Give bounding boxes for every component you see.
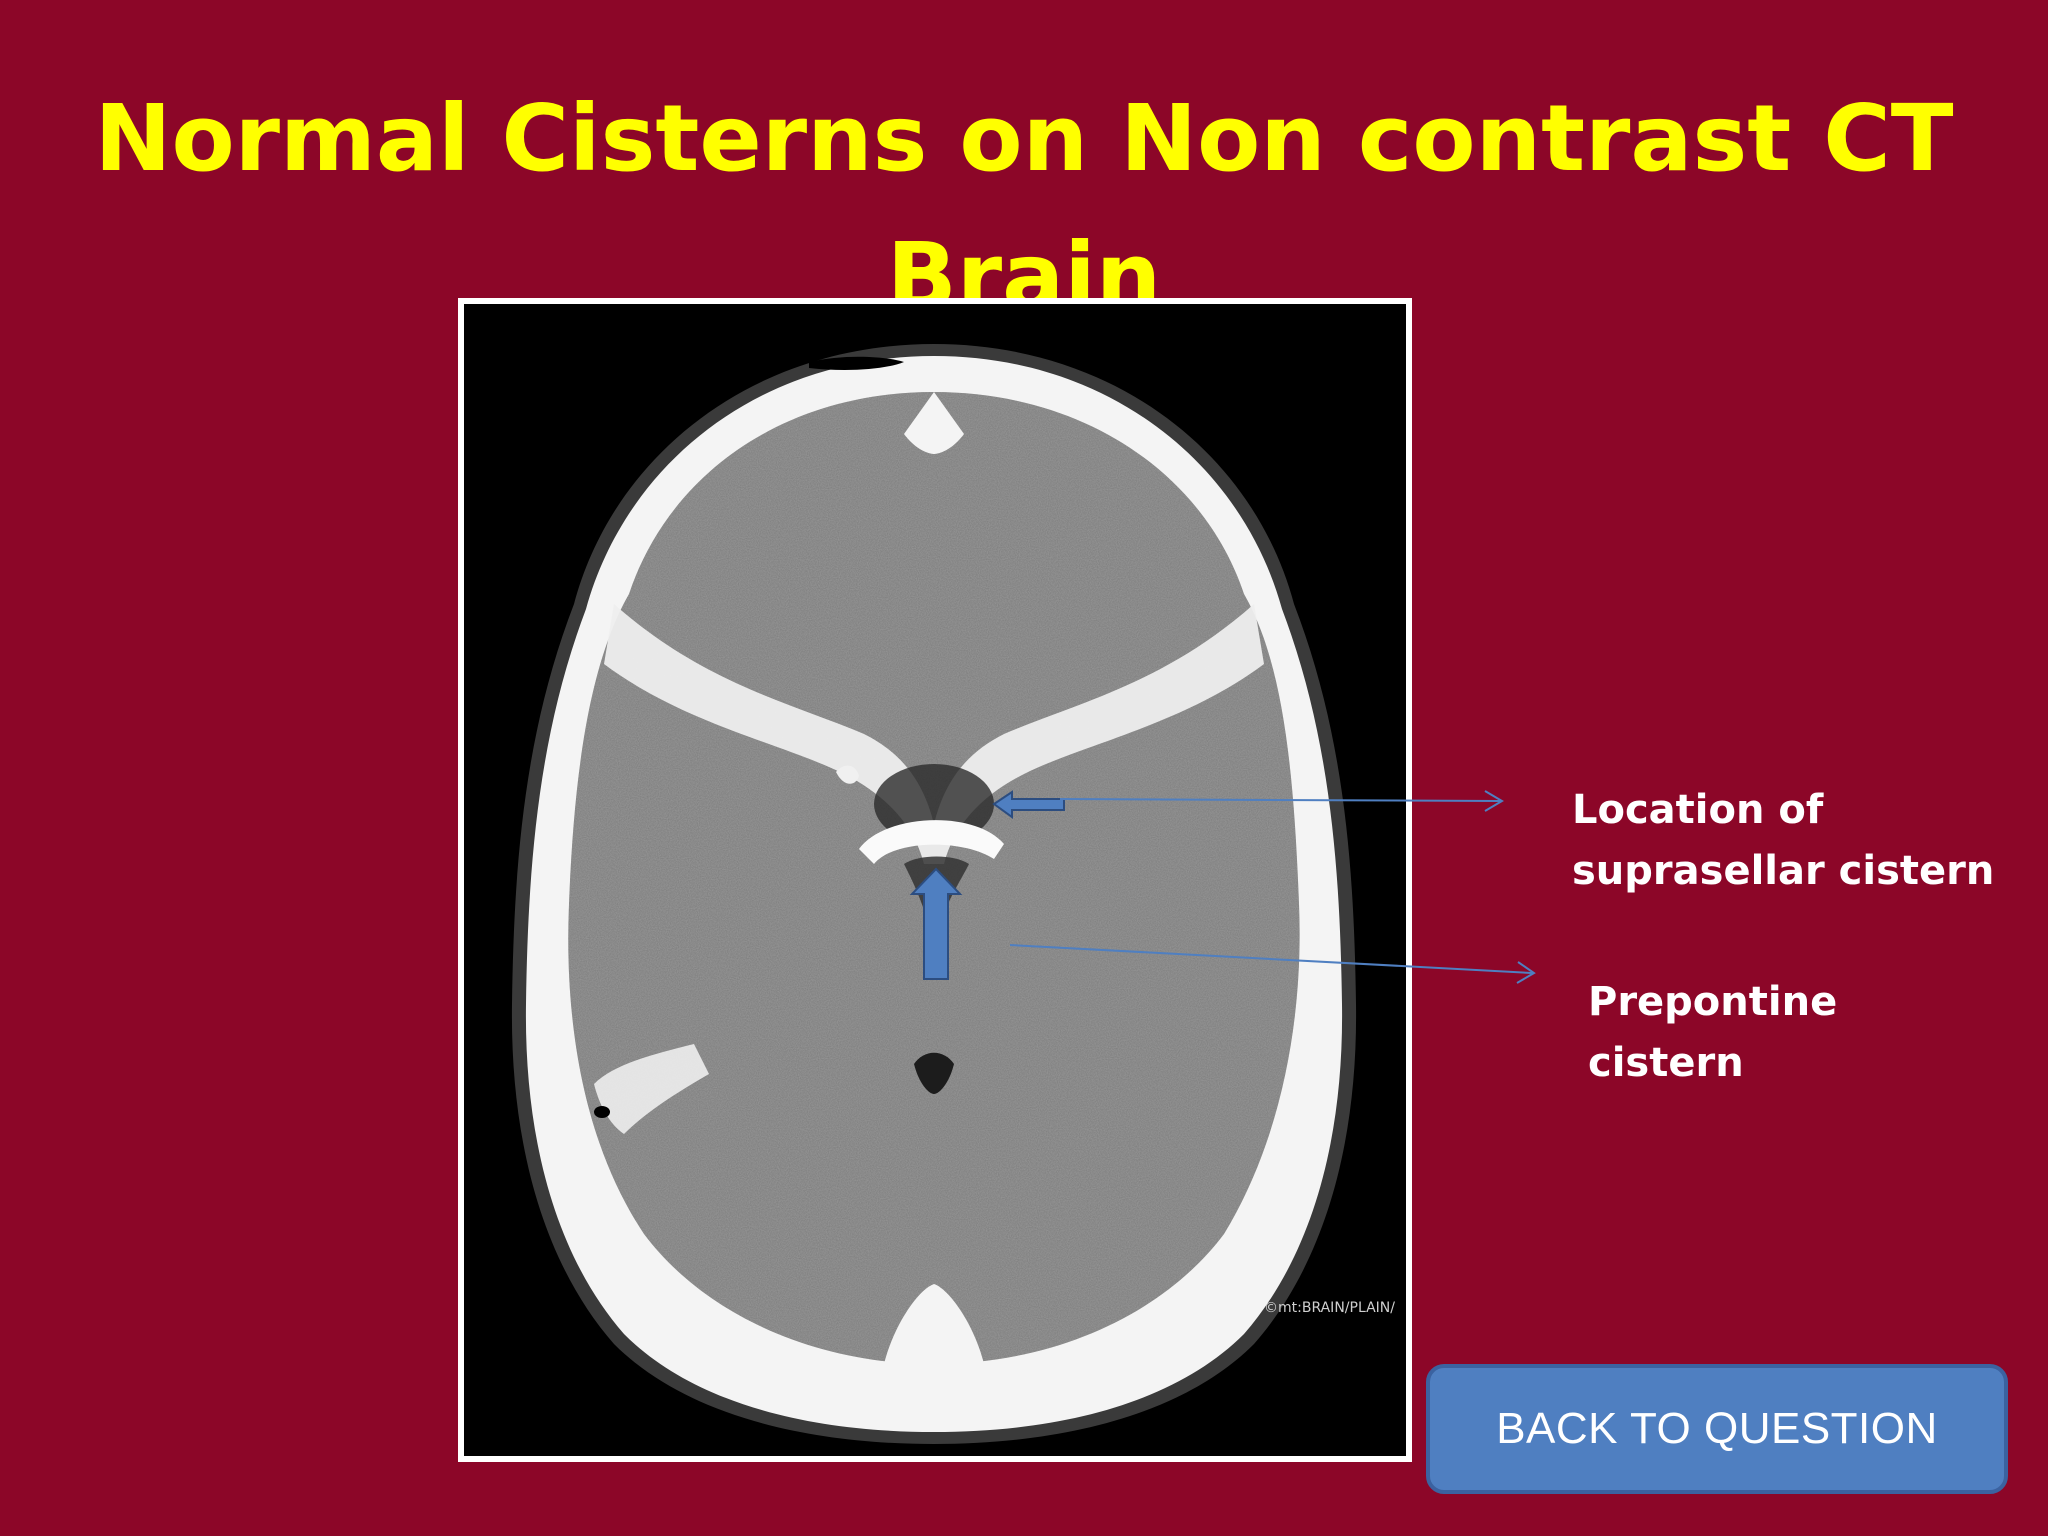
prepontine-pointer-head: [1516, 961, 1536, 984]
suprasellar-pointer-head: [1484, 790, 1504, 812]
back-to-question-button[interactable]: BACK TO QUESTION: [1426, 1364, 2008, 1494]
slide-title: Normal Cisterns on Non contrast CT Brain: [0, 70, 2048, 346]
suprasellar-cistern-label: Location of suprasellar cistern: [1572, 780, 1994, 902]
suprasellar-label-line-2: suprasellar cistern: [1572, 848, 1995, 894]
prepontine-label-line-1: Prepontine: [1588, 979, 1838, 1025]
slide-title-line-1: Normal Cisterns on Non contrast CT: [94, 85, 1954, 192]
prepontine-arrow: [909, 867, 963, 980]
fourth-ventricle: [914, 1052, 954, 1094]
prepontine-label-line-2: cistern: [1588, 1040, 1744, 1086]
dorsum-sellae: [859, 820, 1004, 864]
ct-scan-image-frame: ©mt:BRAIN/PLAIN/: [458, 298, 1412, 1462]
frontal-sinus: [809, 356, 904, 370]
prepontine-cistern-label: Prepontine cistern: [1588, 972, 1837, 1094]
image-watermark: ©mt:BRAIN/PLAIN/: [1264, 1300, 1395, 1316]
suprasellar-label-line-1: Location of: [1572, 787, 1824, 833]
ct-scan-image: ©mt:BRAIN/PLAIN/: [464, 304, 1406, 1456]
suprasellar-arrow: [992, 790, 1065, 819]
